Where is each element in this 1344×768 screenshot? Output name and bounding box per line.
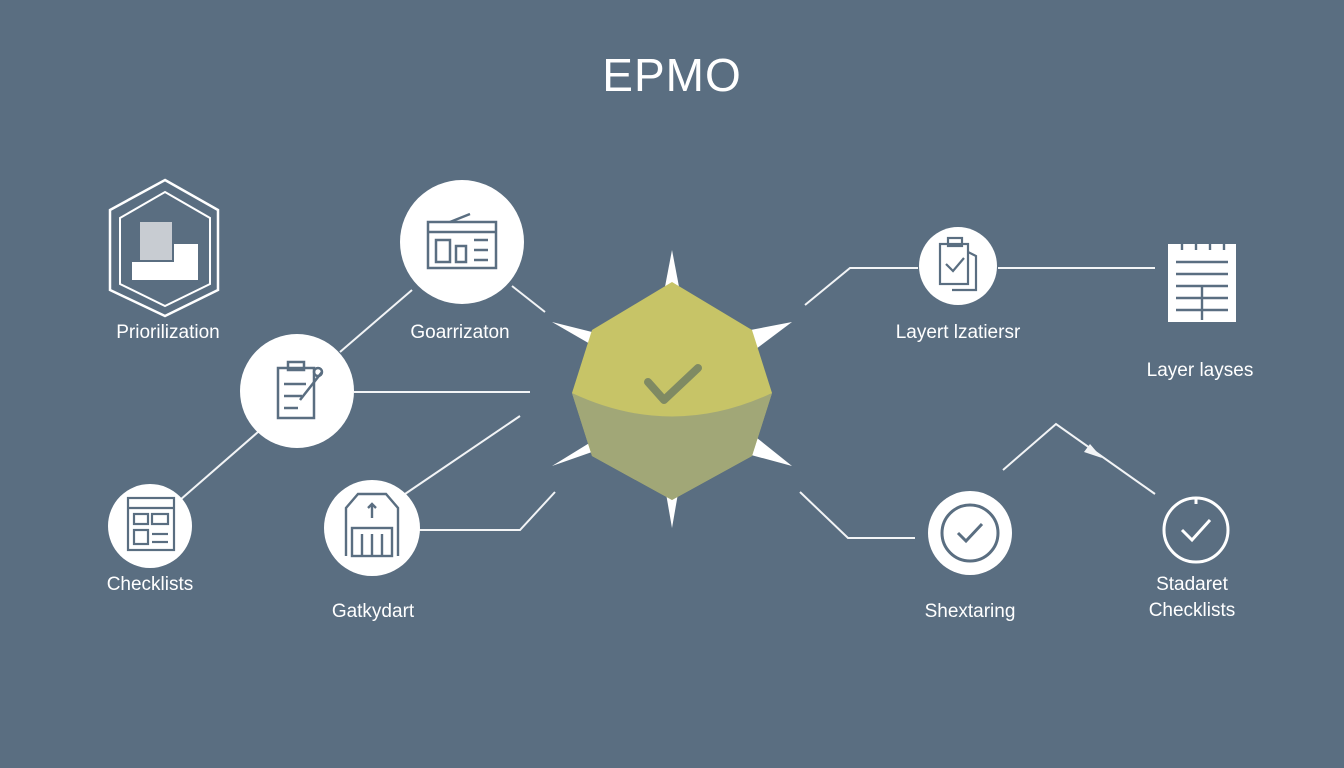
hub [552,250,792,528]
connector-sharing-standard [1002,422,1156,495]
connector-hub-sharing [799,491,915,539]
diagram-title: EPMO [602,49,742,101]
checkmark-icon [644,364,702,404]
label-standard-checklists: Stadaret Checklists [1112,572,1272,624]
node-sharing [928,491,1012,575]
connector-organization-hub [511,285,546,313]
hexagon-blocks-icon [108,178,220,318]
node-clipboard [240,334,354,448]
label-checklists-left: Checklists [106,574,194,595]
connector-gatekeeper-hub-a [404,415,521,495]
connector-arrowhead [1084,444,1102,458]
check-circle-icon [940,503,1000,563]
node-prioritization [108,178,220,318]
building-icon [344,492,400,558]
node-organization [400,180,524,304]
node-layer-layers [1168,240,1236,322]
connector-organization-clipboard [339,289,413,353]
label-gatekeeper: Gatkydart [331,601,415,622]
connector-lines [179,267,1156,539]
label-layer-layers: Layer layses [1146,360,1254,381]
notepad-icon [1168,240,1236,322]
label-layer-interface: Layert lzatiersr [895,322,1021,343]
label-prioritization: Priorilization [116,322,220,343]
dashboard-icon [426,212,498,270]
tablet-check-icon [938,236,978,292]
connector-hub-layer-interface [804,267,918,306]
hub-shade [572,393,772,500]
node-checklists-left [108,484,192,568]
connector-clipboard-checklists [179,431,259,501]
connector-gatekeeper-hub-b [418,491,556,531]
node-layer-interface [919,227,997,305]
label-sharing: Shextaring [924,601,1016,622]
document-form-icon [126,496,176,552]
label-organization: Goarrizaton [410,322,510,343]
label-standard-checklists-line1: Stadaret [1156,574,1228,595]
clipboard-edit-icon [276,360,324,420]
node-gatekeeper [324,480,420,576]
label-standard-checklists-line2: Checklists [1148,600,1236,621]
node-standard-checklists [1162,496,1230,564]
clock-check-icon [1162,496,1230,564]
